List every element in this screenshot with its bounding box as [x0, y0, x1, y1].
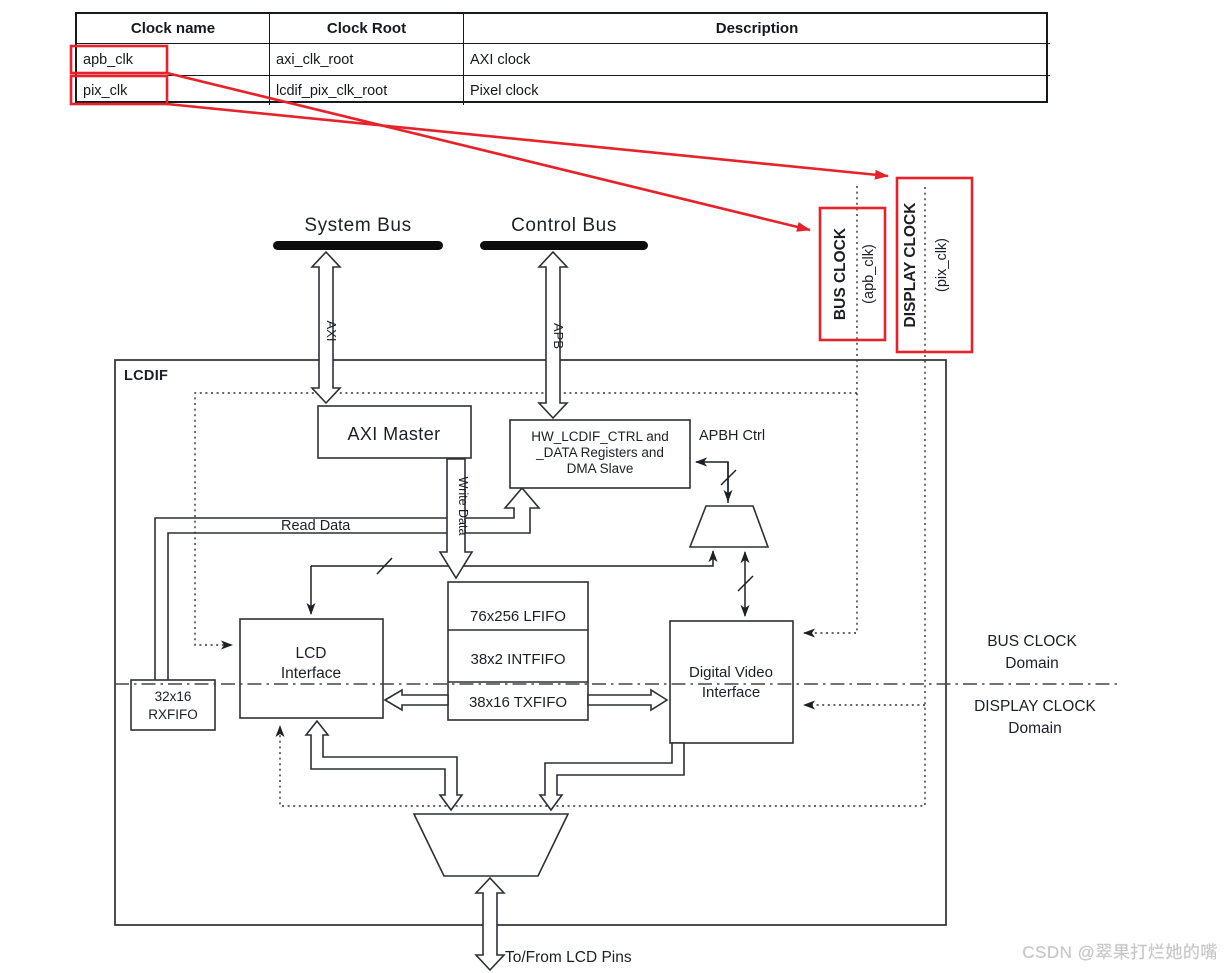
lcd-interface-line2: Interface — [281, 665, 341, 682]
lcdif-box — [114, 359, 947, 926]
hw-regs-line1: HW_LCDIF_CTRL and — [531, 429, 669, 444]
csdn-watermark: CSDN @翠果打烂她的嘴 — [1022, 943, 1218, 962]
output-mux-trapezoid — [412, 813, 570, 877]
bus-clock-box-line1: BUS CLOCK — [832, 227, 849, 320]
lfifo-label: 76x256 LFIFO — [470, 608, 566, 625]
rxfifo-line1: 32x16 — [155, 689, 192, 704]
axi-master-label: AXI Master — [347, 424, 440, 444]
dvi-box — [669, 620, 794, 744]
txfifo-to-lcd-arrow — [383, 688, 449, 712]
control-bus-label: Control Bus — [511, 215, 617, 236]
bus-clock-dotted-line — [803, 186, 858, 638]
bus-width-slash-dvi — [737, 575, 754, 592]
system-bus-bar — [273, 241, 443, 250]
apbh-ctrl-label: APBH Ctrl — [699, 428, 765, 444]
bus-width-slash-apbh — [720, 469, 737, 486]
bus-width-slash-ctrl — [376, 557, 393, 575]
bus-domain-line2: Domain — [1005, 655, 1058, 672]
write-data-arrow — [438, 458, 474, 580]
rxfifo-box — [130, 679, 216, 731]
hw-regs-line2: _DATA Registers and — [535, 445, 664, 460]
dvi-to-mux-arrow — [538, 742, 685, 812]
rxfifo-line2: RXFIFO — [148, 707, 198, 722]
control-bus-bar — [480, 241, 648, 250]
hw-registers-box — [509, 419, 691, 489]
bus-clock-dotted-boundary — [194, 392, 857, 650]
bus-clock-highlight-box — [818, 206, 887, 342]
dvi-line1: Digital Video — [689, 664, 773, 681]
display-domain-line2: Domain — [1008, 720, 1061, 737]
system-bus-label: System Bus — [304, 215, 411, 236]
axi-bus-arrow — [310, 250, 342, 405]
apb-clk-callout-arrow — [166, 71, 811, 232]
apb-bus-arrow — [537, 250, 569, 420]
dvi-line2: Interface — [702, 684, 760, 701]
axi-master-box — [317, 405, 472, 459]
txfifo-to-dvi-arrow — [587, 688, 669, 712]
intfifo-label: 38x2 INTFIFO — [470, 651, 565, 668]
fifo-stack-box — [447, 581, 589, 721]
display-domain-line1: DISPLAY CLOCK — [974, 698, 1096, 715]
col-header-clock-root: Clock Root — [270, 14, 464, 44]
col-header-clock-name: Clock name — [77, 14, 270, 44]
lcdif-label: LCDIF — [124, 368, 168, 384]
display-clock-highlight-box — [895, 176, 974, 354]
apbh-mux-trapezoid — [688, 505, 770, 548]
apb-clk-highlight-box — [69, 44, 169, 75]
hw-regs-line3: DMA Slave — [567, 461, 634, 476]
lcd-pins-arrow — [474, 876, 506, 972]
table-cell-pix-root: lcdif_pix_clk_root — [270, 76, 464, 105]
pix-clk-highlight-box — [69, 74, 169, 106]
table-cell-apb-root: axi_clk_root — [270, 44, 464, 76]
lcd-interface-box — [239, 618, 384, 719]
col-header-description: Description — [464, 14, 1050, 44]
apb-label: APB — [551, 323, 566, 349]
table-cell-apb-desc: AXI clock — [464, 44, 1050, 76]
display-clock-dotted-line — [275, 187, 926, 807]
bus-clock-box-line2: (apb_clk) — [861, 244, 877, 304]
lcd-interface-line1: LCD — [295, 645, 326, 662]
pix-clk-callout-arrow — [166, 102, 889, 180]
bus-domain-line1: BUS CLOCK — [987, 633, 1077, 650]
txfifo-label: 38x16 TXFIFO — [469, 694, 567, 711]
read-data-label: Read Data — [281, 518, 351, 534]
display-clock-box-line1: DISPLAY CLOCK — [902, 202, 919, 328]
write-data-label: Write Data — [456, 477, 470, 536]
axi-label: AXI — [324, 321, 339, 342]
lcd-apbh-ctrl-line — [311, 550, 718, 567]
table-cell-pix-desc: Pixel clock — [470, 82, 539, 99]
table-cell-pix-clk: pix_clk — [77, 76, 270, 105]
lcd-to-mux-arrow — [304, 719, 464, 812]
clock-table: Clock name Clock Root Description apb_cl… — [75, 12, 1050, 105]
lcd-pins-label: To/From LCD Pins — [505, 949, 632, 966]
display-clock-box-line2: (pix_clk) — [934, 238, 950, 292]
